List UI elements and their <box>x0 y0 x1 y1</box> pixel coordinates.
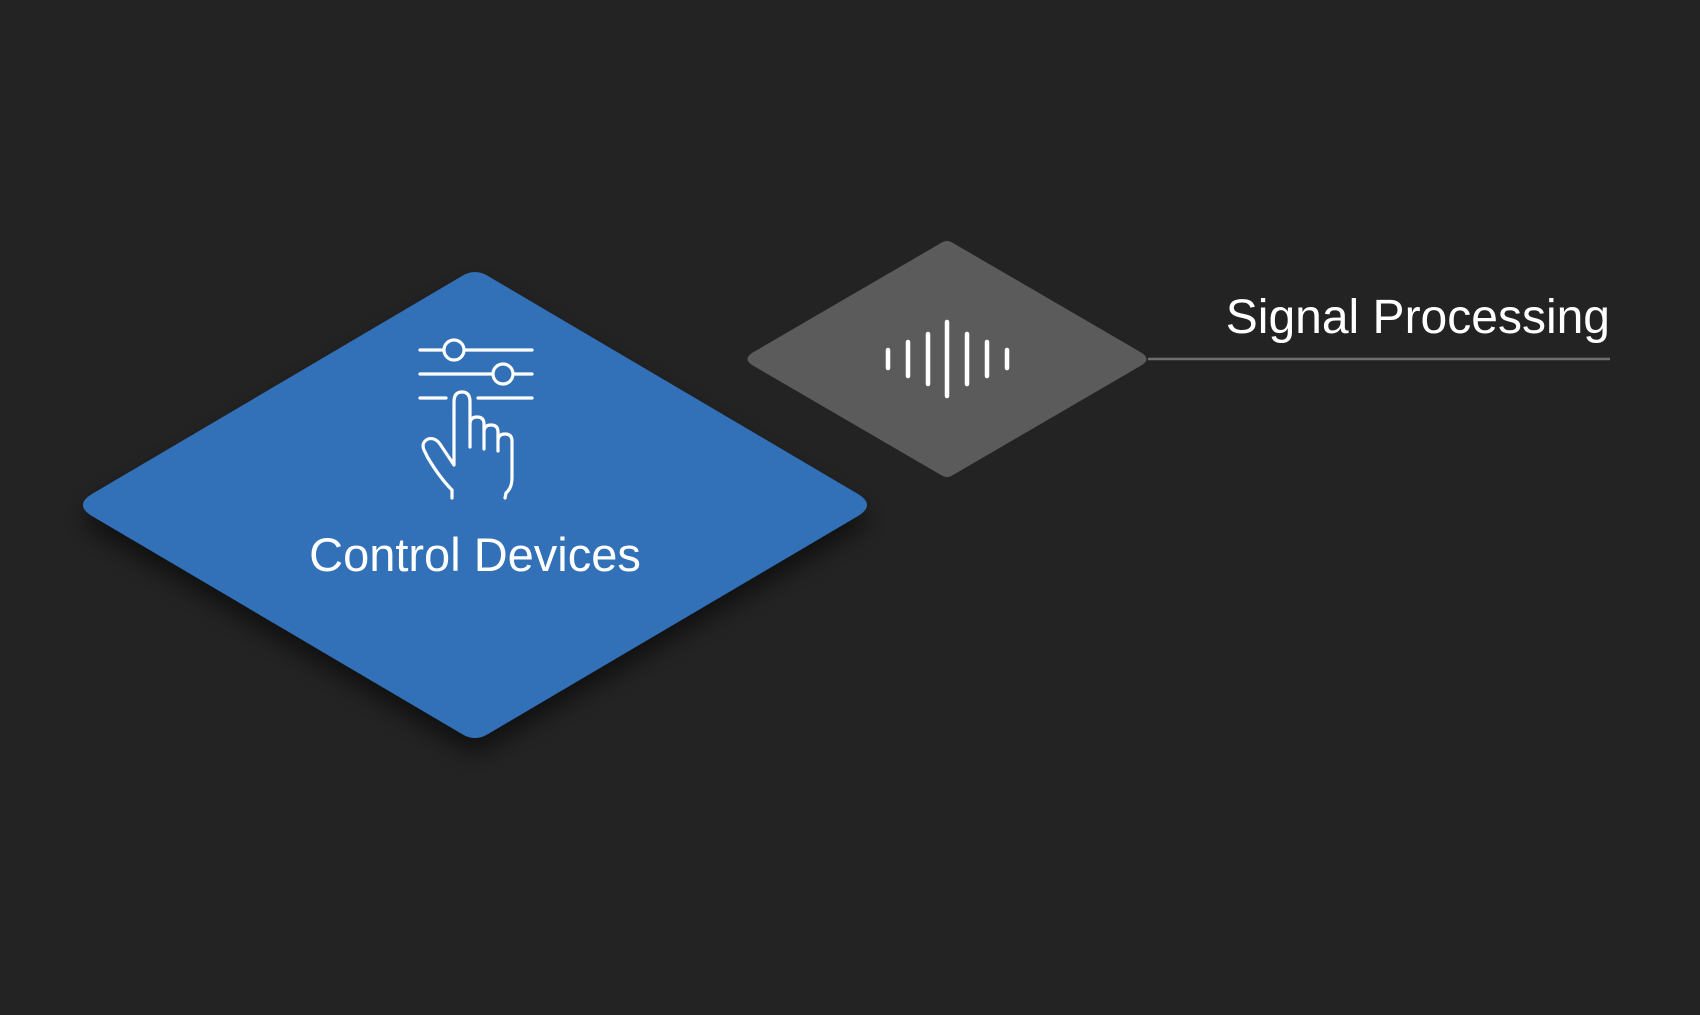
sound-wave-icon <box>885 319 1010 399</box>
hand-sliders-icon <box>418 338 534 500</box>
control-devices-label: Control Devices <box>309 528 641 581</box>
control-devices-diamond <box>83 272 867 738</box>
signal-processing-node[interactable] <box>747 241 1147 477</box>
control-devices-node[interactable]: Control Devices <box>83 272 867 738</box>
signal-processing-label: Signal Processing <box>1226 291 1610 344</box>
